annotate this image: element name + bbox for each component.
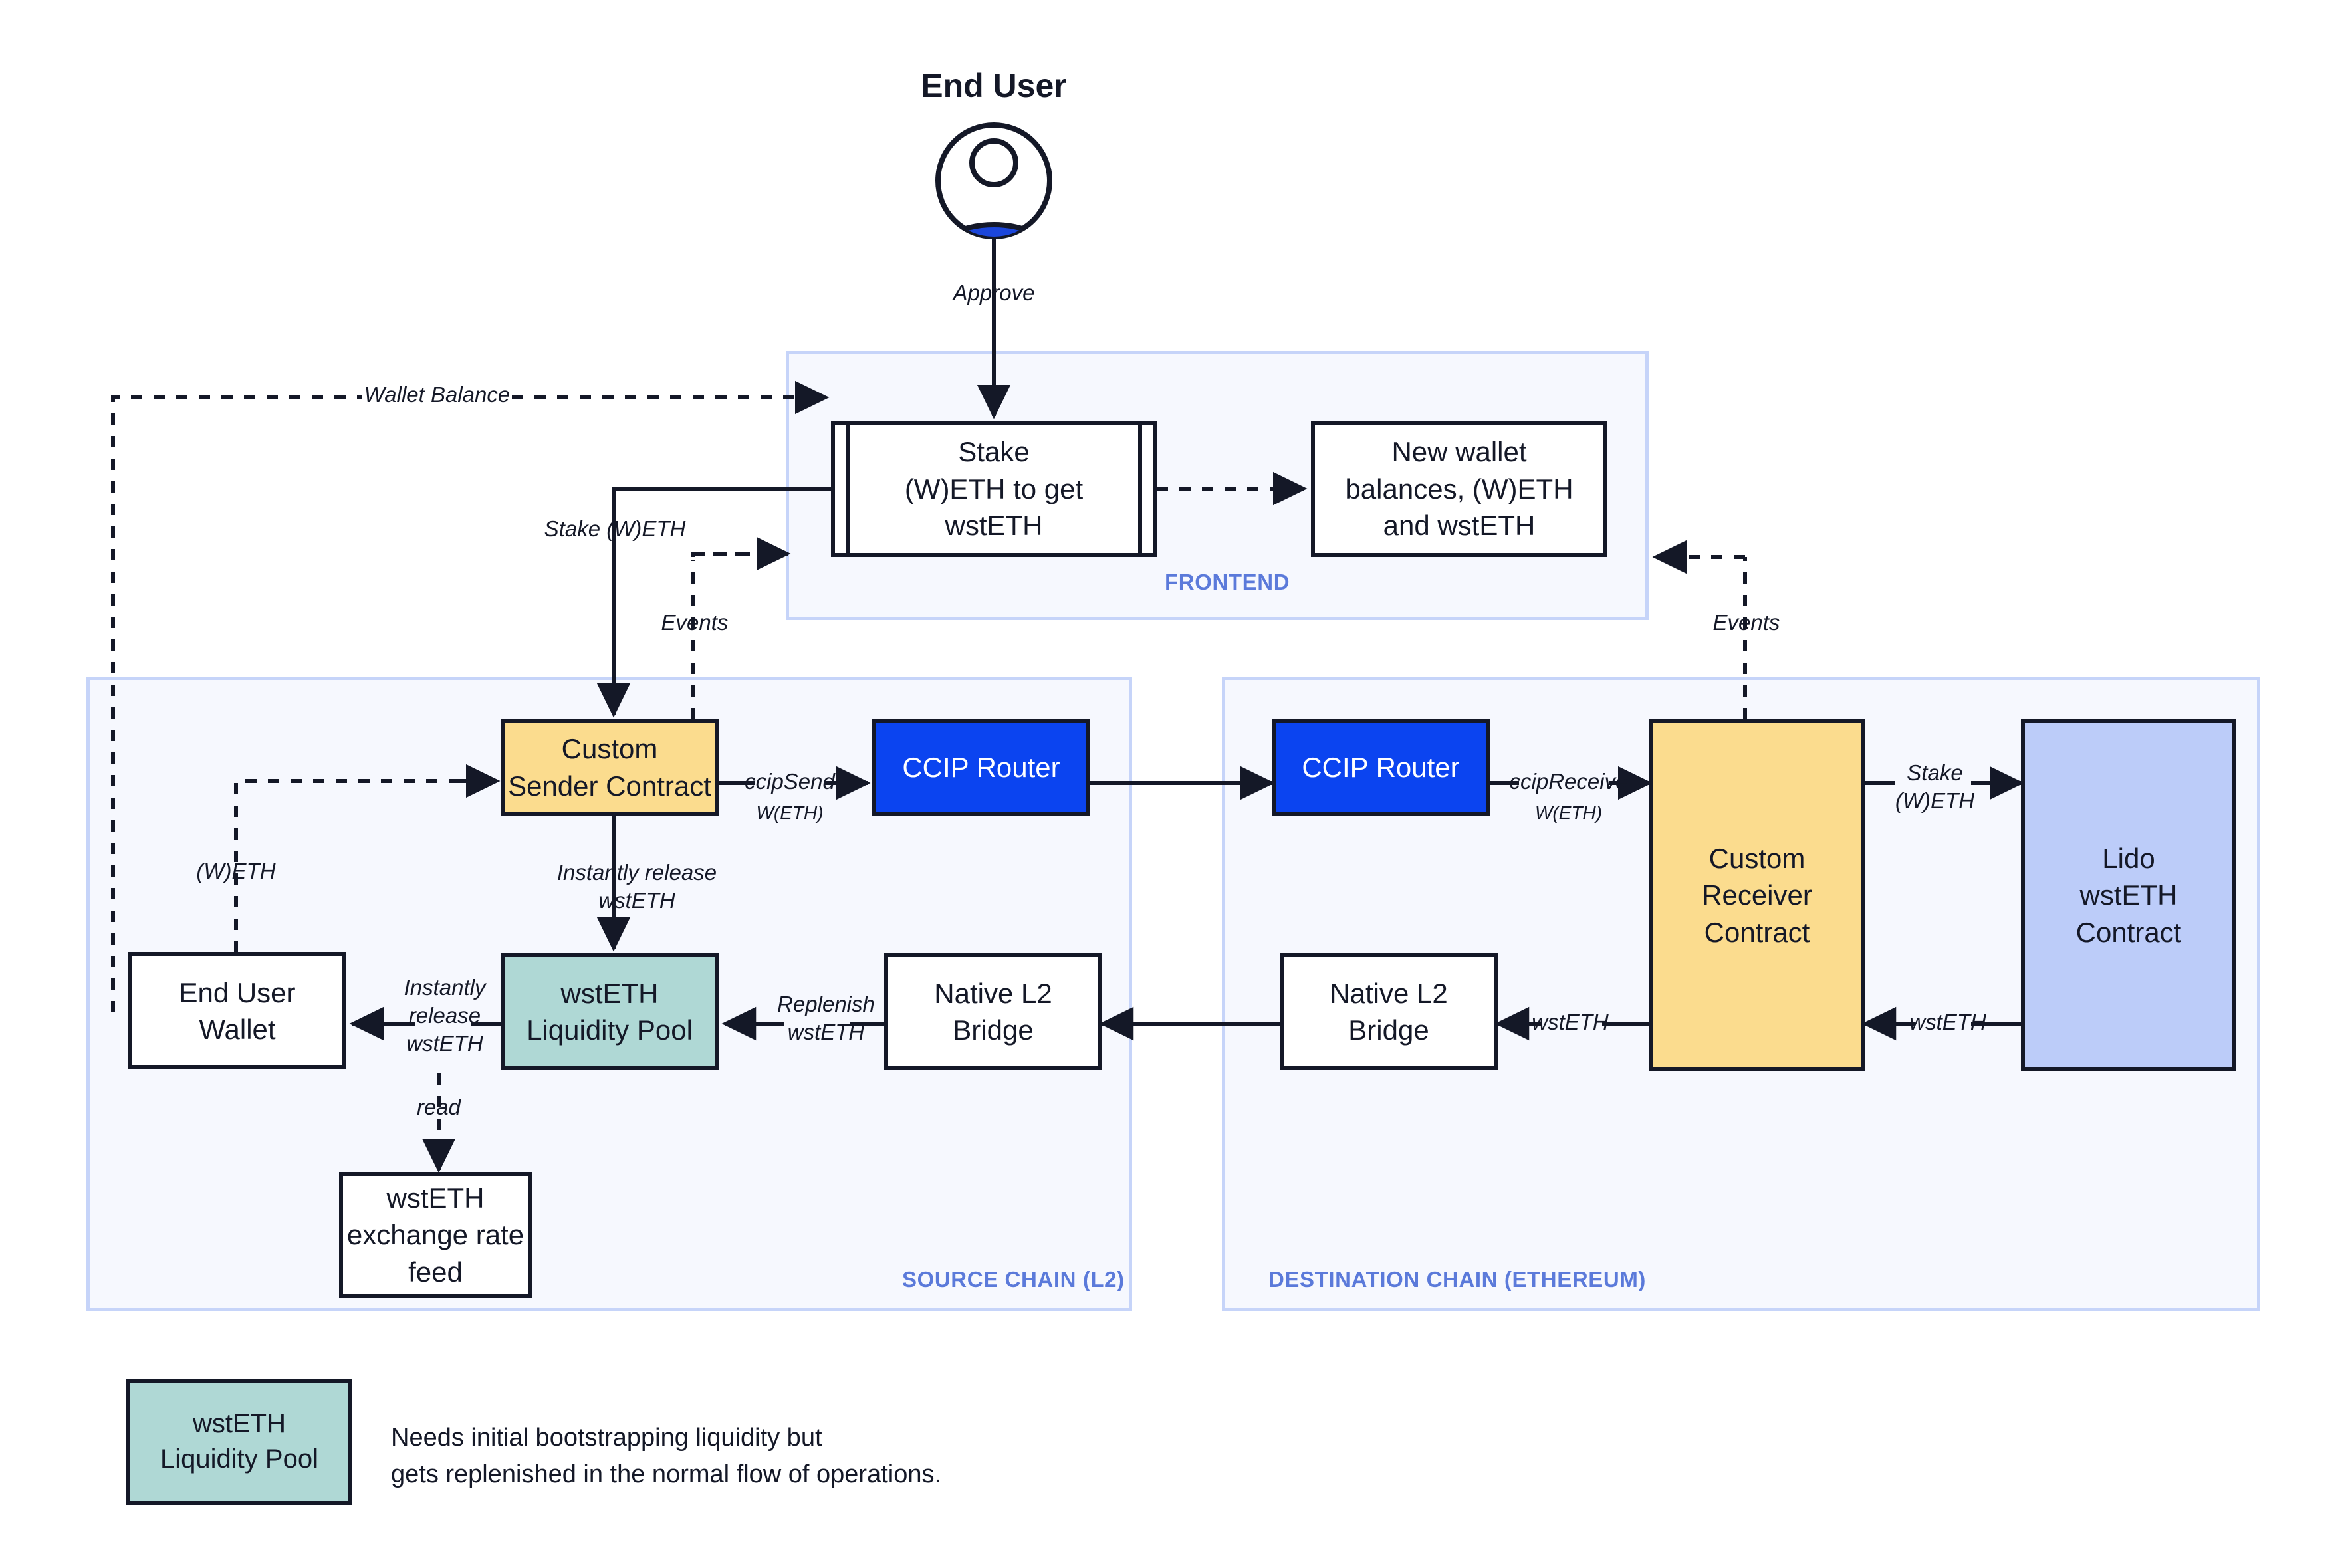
node-wsteth-liquidity-pool[interactable]: wstETH Liquidity Pool [501, 953, 719, 1070]
node-label: CCIP Router [902, 751, 1060, 783]
edge-label-wallet-balance: Wallet Balance [364, 382, 511, 407]
legend-swatch-label: wstETH Liquidity Pool [160, 1409, 318, 1474]
node-label: Native L2 Bridge [934, 977, 1052, 1046]
node-label: Lido wstETH Contract [2075, 842, 2182, 948]
node-custom-receiver-contract[interactable]: Custom Receiver Contract [1649, 719, 1865, 1071]
node-ccip-router-destination[interactable]: CCIP Router [1272, 719, 1490, 816]
node-label: CCIP Router [1302, 751, 1460, 783]
subprocess-bar-right [1138, 425, 1142, 553]
legend-swatch-liquidity-pool: wstETH Liquidity Pool [126, 1379, 352, 1505]
node-label: End User Wallet [179, 976, 296, 1045]
node-ccip-router-source[interactable]: CCIP Router [872, 719, 1090, 816]
node-label: Stake (W)ETH to get wstETH [904, 436, 1084, 542]
edge-label-stake-weth: Stake (W)ETH [544, 516, 686, 541]
node-label: Native L2 Bridge [1330, 977, 1448, 1046]
edge-label-events-right: Events [1712, 610, 1780, 635]
node-native-l2-bridge-source[interactable]: Native L2 Bridge [884, 953, 1102, 1070]
node-native-l2-bridge-destination[interactable]: Native L2 Bridge [1280, 953, 1498, 1070]
edge-label-wsteth-lido: wstETH [1909, 1010, 1986, 1034]
node-label: wstETH exchange rate feed [346, 1182, 525, 1288]
node-new-wallet-balances[interactable]: New wallet balances, (W)ETH and wstETH [1311, 421, 1607, 557]
legend-note: Needs initial bootstrapping liquidity bu… [391, 1424, 942, 1489]
node-stake-form[interactable]: Stake (W)ETH to get wstETH [831, 421, 1157, 557]
panel-label-frontend: FRONTEND [1165, 570, 1290, 594]
node-custom-sender-contract[interactable]: Custom Sender Contract [501, 719, 719, 816]
edge-label-wsteth-bridge: wstETH [1532, 1010, 1609, 1034]
edge-label-weth: (W)ETH [196, 859, 276, 883]
edge-label-ccipreceive-token: W(ETH) [1534, 802, 1603, 823]
edge-label-ccipsend-token: W(ETH) [756, 802, 824, 823]
edge-label-ccipsend: ccipSend [745, 769, 835, 794]
panel-label-destination-chain: DESTINATION CHAIN (ETHEREUM) [1268, 1267, 1647, 1291]
node-lido-wsteth-contract[interactable]: Lido wstETH Contract [2021, 719, 2236, 1071]
node-label: New wallet balances, (W)ETH and wstETH [1345, 436, 1574, 542]
edge-label-stake-weth-destination: Stake (W)ETH [1895, 760, 1975, 814]
node-label: Custom Receiver Contract [1702, 842, 1812, 948]
node-wsteth-exchange-rate-feed[interactable]: wstETH exchange rate feed [339, 1172, 532, 1298]
panel-label-source-chain: SOURCE CHAIN (L2) [902, 1267, 1125, 1291]
node-end-user-wallet[interactable]: End User Wallet [128, 952, 346, 1069]
edge-label-events-left: Events [661, 610, 729, 635]
page-title: End User [921, 67, 1067, 104]
edge-label-instantly-release-wallet: Instantly release wstETH [404, 975, 486, 1056]
node-label: wstETH Liquidity Pool [527, 977, 693, 1046]
edge-label-ccipreceive: ccipReceive [1509, 769, 1628, 794]
edge-label-instantly-release-pool: Instantly release wstETH [556, 860, 717, 913]
edge-label-read: read [416, 1095, 461, 1119]
edge-label-replenish: Replenish wstETH [777, 992, 875, 1045]
edge-label-approve: Approve [953, 280, 1035, 305]
node-label: Custom Sender Contract [508, 733, 711, 802]
subprocess-bar-left [846, 425, 850, 553]
